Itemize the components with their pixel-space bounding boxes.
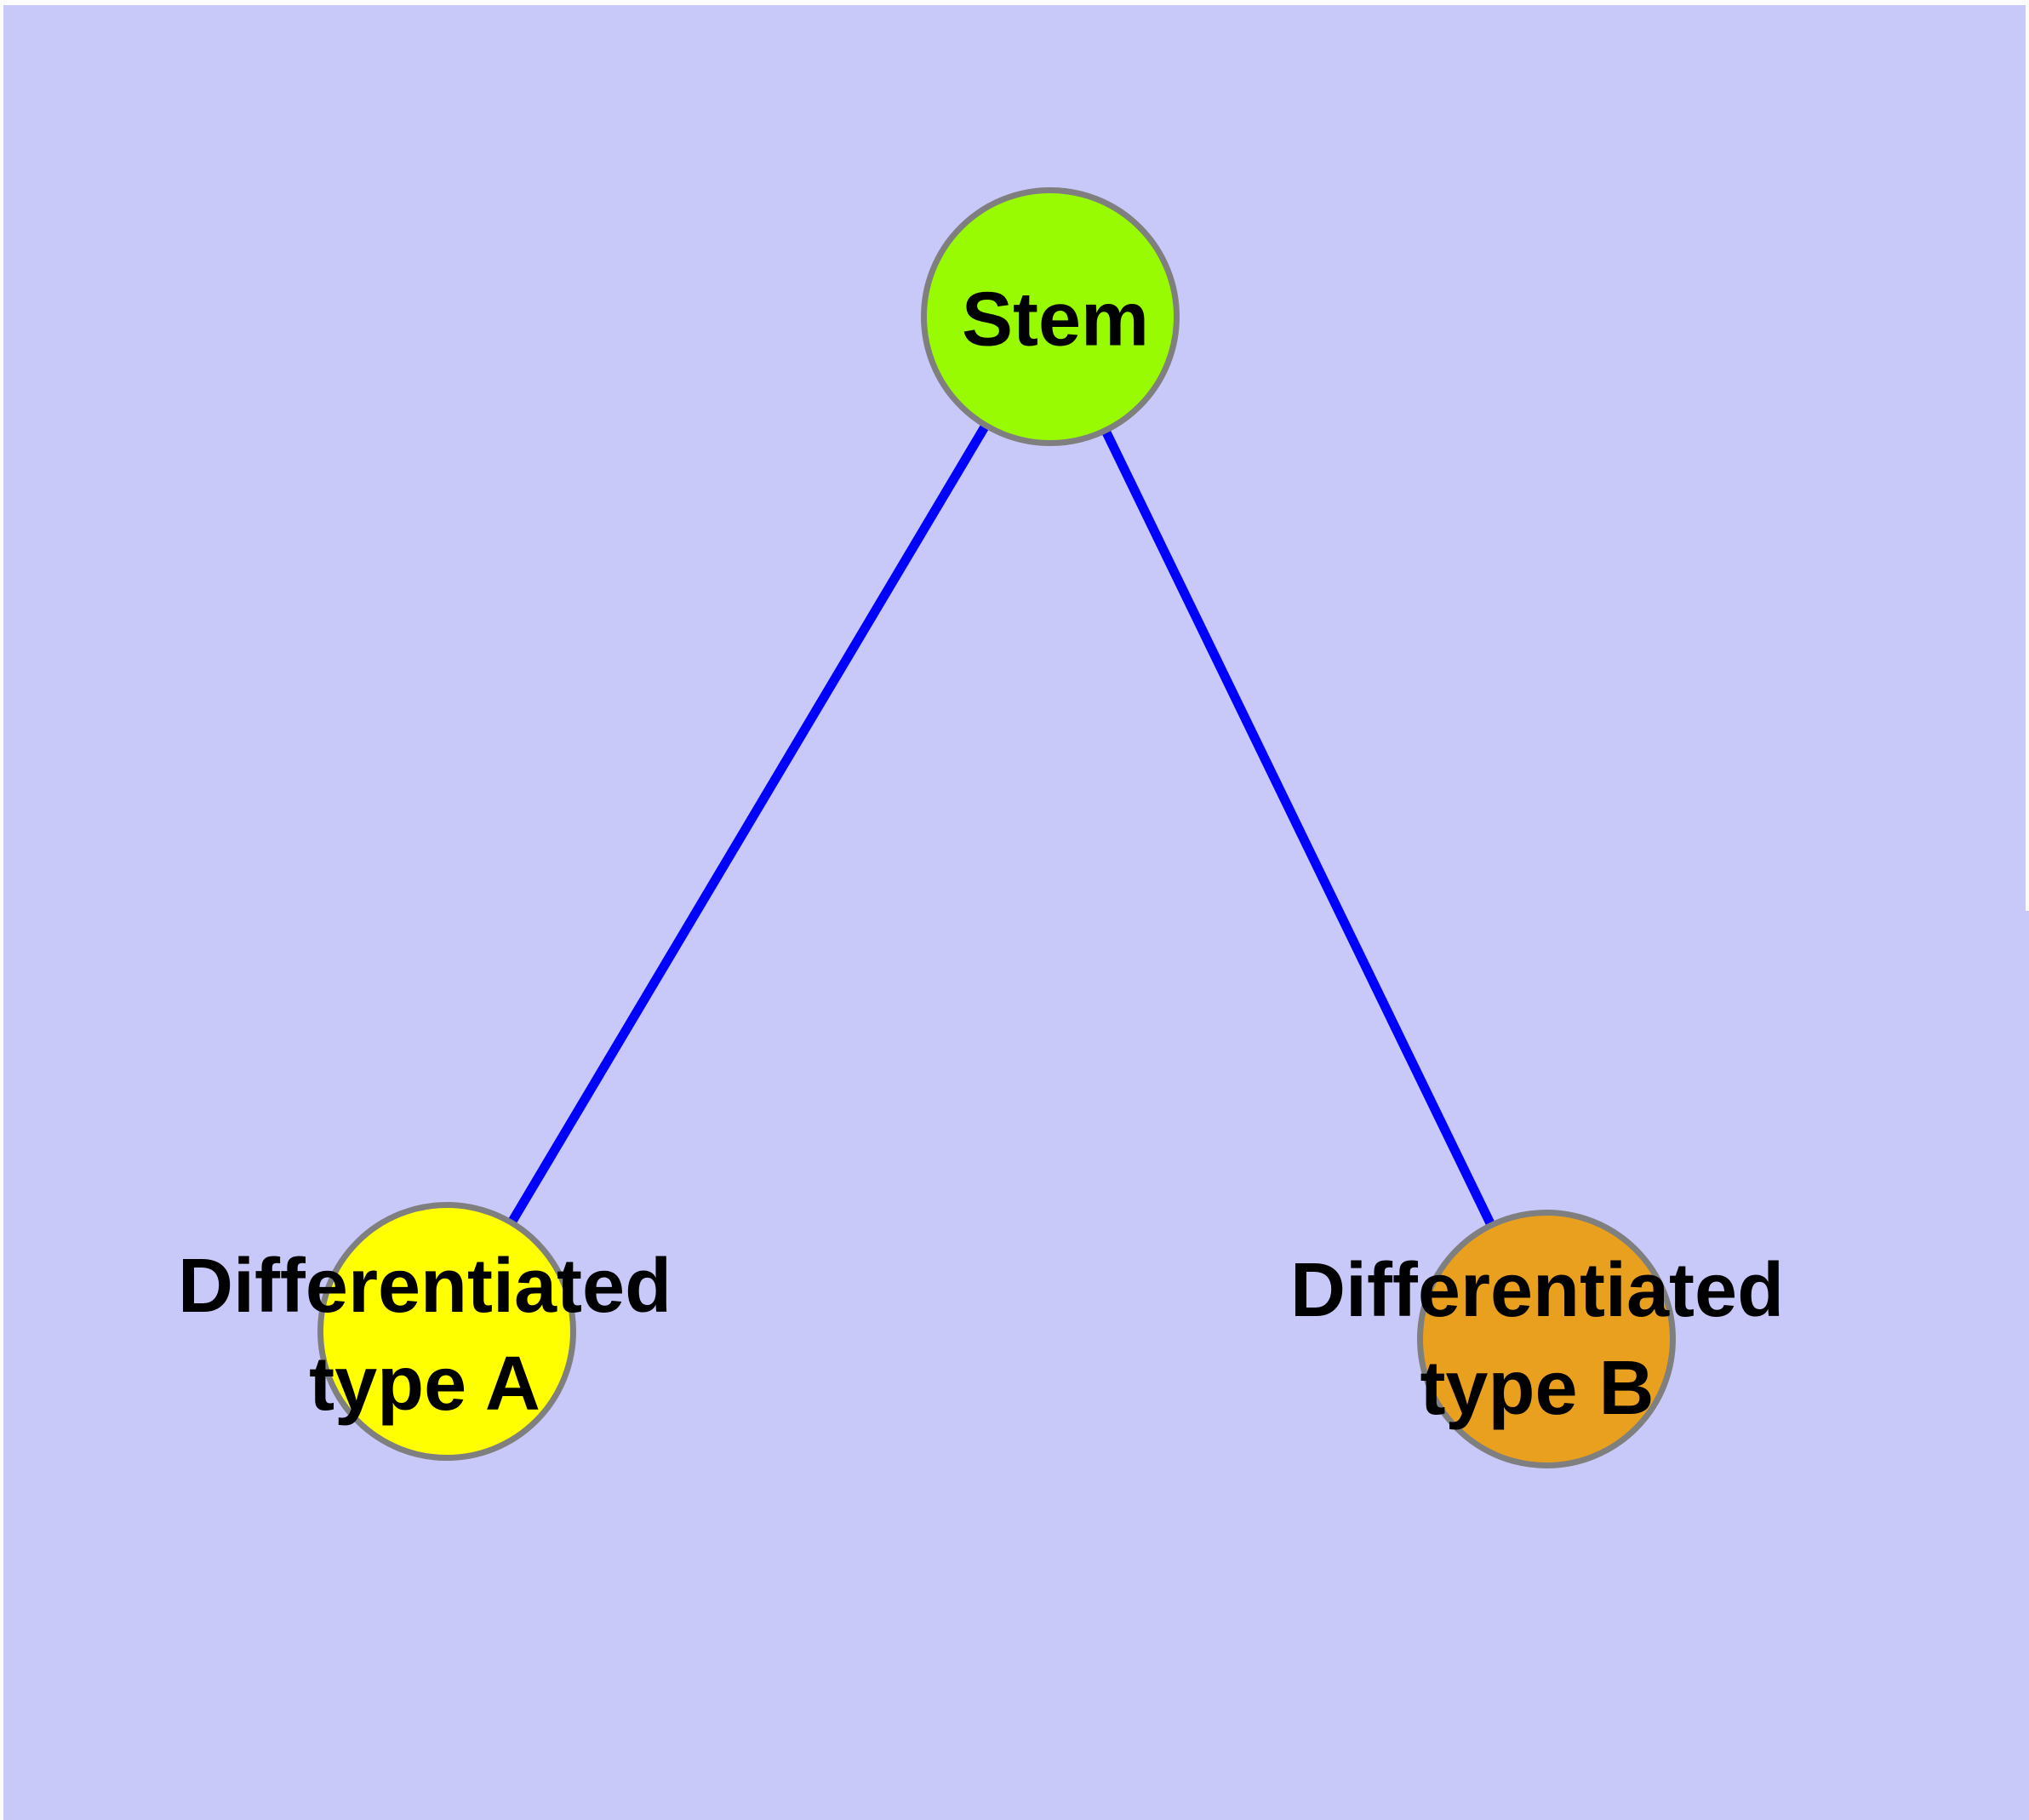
node-differentiated-type-b (1417, 1210, 1676, 1468)
edge-stem-to-type-b (1046, 314, 1551, 1342)
edge-stem-to-type-a (443, 314, 1055, 1334)
node-differentiated-type-b-label: Differentiated type B (1289, 1248, 1785, 1431)
node-stem-label: Stem (961, 277, 1150, 363)
node-differentiated-type-a (317, 1202, 576, 1461)
canvas-margin-right (2026, 0, 2029, 911)
node-stem (921, 187, 1180, 446)
canvas-margin-top (0, 0, 2029, 5)
canvas-margin-left (0, 0, 3, 1820)
node-differentiated-type-a-label: Differentiated type A (177, 1244, 672, 1427)
